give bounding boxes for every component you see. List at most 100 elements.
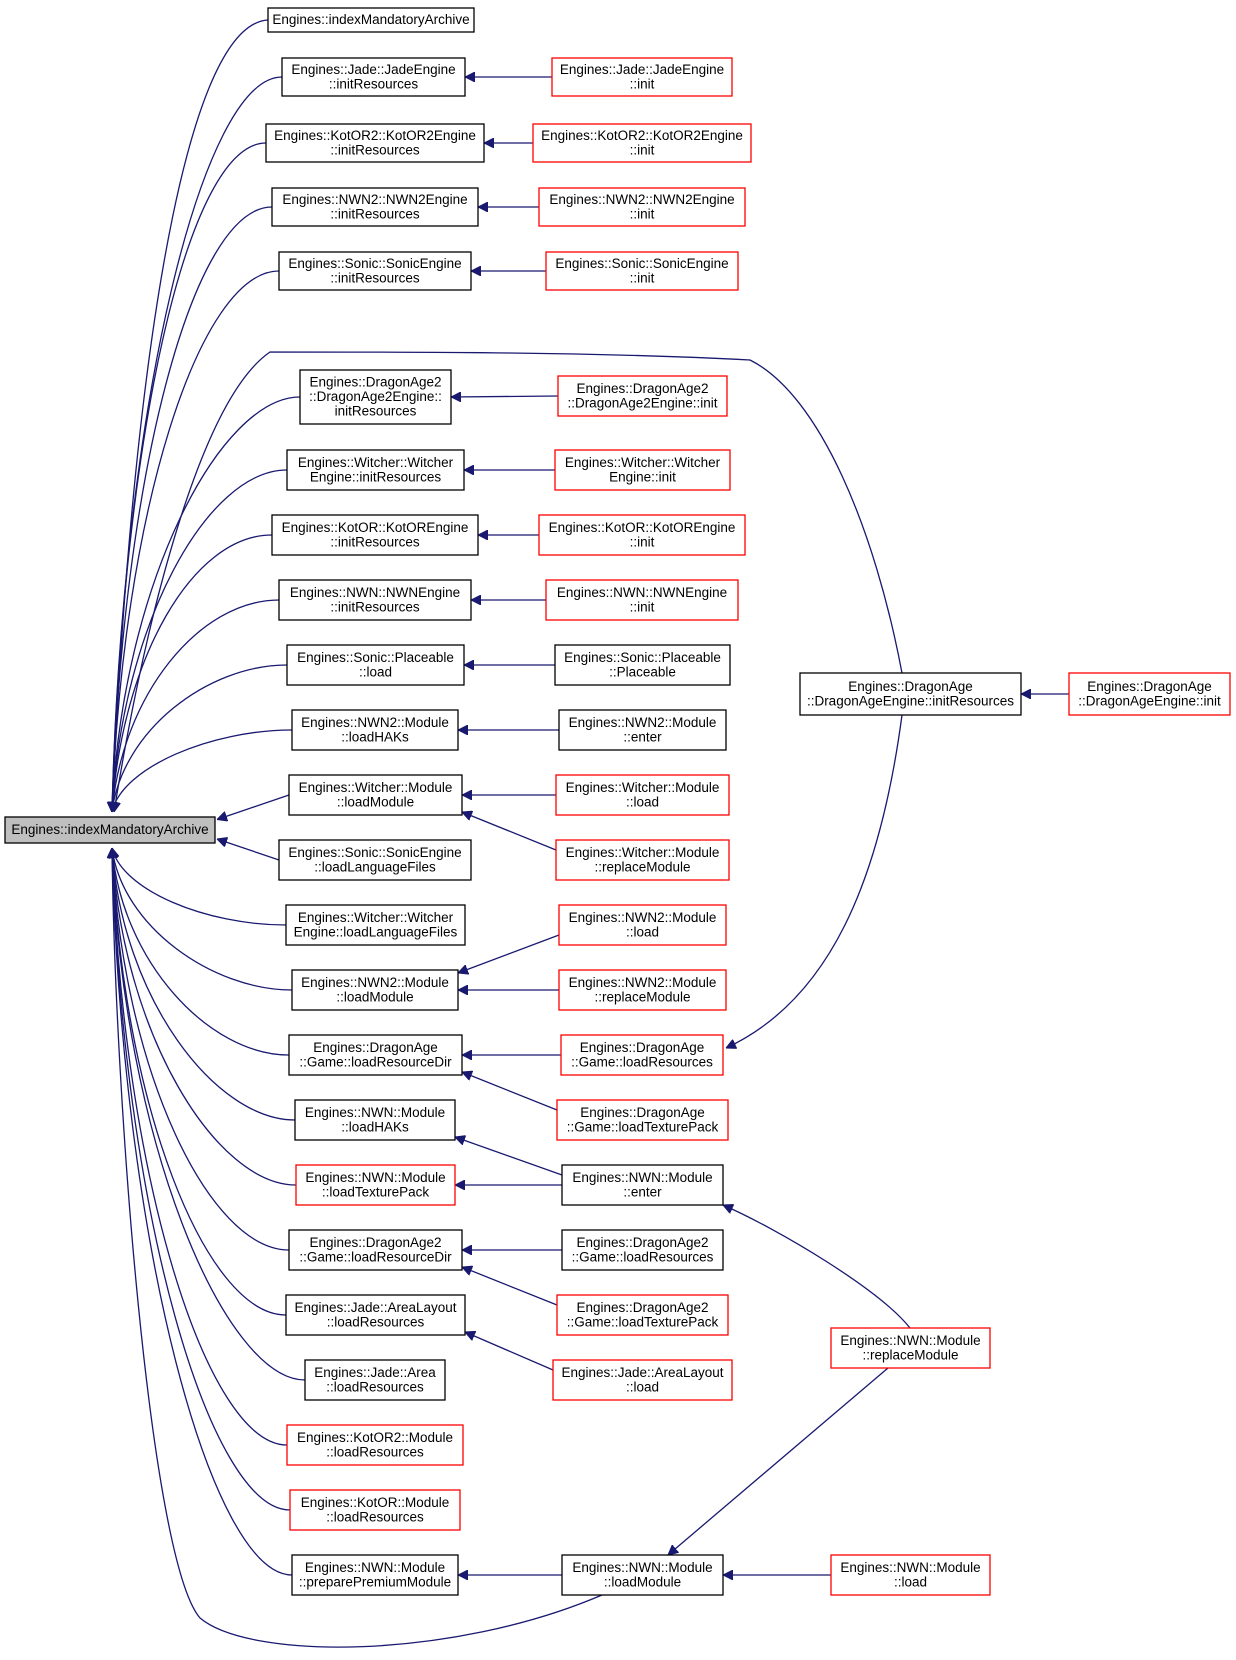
edge-n22-to-root (112, 848, 288, 1446)
node-m18[interactable]: Engines::DragonAge2::Game::loadResources (561, 1229, 724, 1271)
node-label-line: ::loadHAKs (341, 1119, 409, 1134)
node-m2[interactable]: Engines::KotOR2::KotOR2Engine::init (532, 123, 752, 163)
node-label-line: ::replaceModule (862, 1347, 958, 1362)
node-m12[interactable]: Engines::Witcher::Module::replaceModule (555, 839, 730, 881)
node-n12[interactable]: Engines::Witcher::Module::loadModule (288, 774, 463, 816)
node-label-line: Engines::DragonAge (1087, 679, 1212, 694)
node-n5[interactable]: Engines::Sonic::SonicEngine::initResourc… (278, 251, 472, 291)
node-label-line: Engines::Witcher::Module (299, 780, 453, 795)
node-m11[interactable]: Engines::Witcher::Module::load (555, 774, 730, 816)
node-r1[interactable]: Engines::DragonAge::DragonAgeEngine::ini… (799, 672, 1022, 716)
node-label-line: ::loadLanguageFiles (314, 859, 436, 874)
node-x1[interactable]: Engines::DragonAge::DragonAgeEngine::ini… (1068, 672, 1231, 716)
node-n14[interactable]: Engines::Witcher::WitcherEngine::loadLan… (285, 904, 466, 946)
node-label-line: ::loadModule (336, 989, 413, 1004)
edge-n19-to-root (112, 848, 290, 1251)
node-label-line: Engines::Witcher::Witcher (565, 455, 721, 470)
edge-n4-to-root (112, 206, 273, 812)
node-m19[interactable]: Engines::DragonAge2::Game::loadTexturePa… (556, 1294, 729, 1336)
node-label-line: ::Placeable (609, 664, 676, 679)
node-m9[interactable]: Engines::Sonic::Placeable::Placeable (554, 644, 731, 686)
node-n18[interactable]: Engines::NWN::Module::loadTexturePack (295, 1164, 456, 1206)
node-m8[interactable]: Engines::NWN::NWNEngine::init (545, 579, 739, 621)
node-label-line: Engines::Jade::JadeEngine (291, 62, 455, 77)
node-n17[interactable]: Engines::NWN::Module::loadHAKs (294, 1099, 456, 1141)
node-box (278, 251, 472, 291)
node-n16[interactable]: Engines::DragonAge::Game::loadResourceDi… (288, 1034, 463, 1076)
node-label-line: ::loadModule (604, 1574, 681, 1589)
node-m3[interactable]: Engines::NWN2::NWN2Engine::init (538, 187, 746, 227)
node-m15[interactable]: Engines::DragonAge::Game::loadResources (560, 1034, 724, 1076)
node-n3[interactable]: Engines::KotOR2::KotOR2Engine::initResou… (265, 123, 485, 163)
node-root[interactable]: Engines::indexMandatoryArchive (4, 816, 216, 844)
node-label-line: Engines::Sonic::SonicEngine (555, 256, 728, 271)
edge-r1-to-root (114, 351, 903, 812)
node-m20[interactable]: Engines::Jade::AreaLayout::load (552, 1359, 733, 1401)
node-label-line: ::Game::loadTexturePack (567, 1119, 719, 1134)
node-box (288, 1034, 463, 1076)
node-box (271, 187, 479, 227)
node-m14[interactable]: Engines::NWN2::Module::replaceModule (558, 969, 727, 1011)
edge-n1-to-root (112, 19, 269, 812)
node-box (278, 579, 472, 621)
node-label-line: Engines::KotOR::KotOREngine (549, 520, 736, 535)
edge-r2-to-m17 (723, 1205, 911, 1329)
node-m5[interactable]: Engines::DragonAge2::DragonAge2Engine::i… (557, 375, 728, 417)
node-label-line: ::loadResources (326, 1379, 424, 1394)
node-n10[interactable]: Engines::Sonic::Placeable::load (286, 644, 465, 686)
node-n2[interactable]: Engines::Jade::JadeEngine::initResources (281, 57, 466, 97)
edge-n16-to-root (112, 848, 290, 1056)
node-n13[interactable]: Engines::Sonic::SonicEngine::loadLanguag… (278, 839, 472, 881)
node-m21[interactable]: Engines::NWN::Module::loadModule (561, 1554, 724, 1596)
node-label-line: Engines::DragonAge (848, 679, 973, 694)
node-r3[interactable]: Engines::NWN::Module::load (830, 1554, 991, 1596)
node-box (271, 514, 479, 556)
node-n21[interactable]: Engines::Jade::Area::loadResources (304, 1359, 446, 1401)
edge-n24-to-root (112, 848, 293, 1576)
node-m13[interactable]: Engines::NWN2::Module::load (558, 904, 727, 946)
node-n11[interactable]: Engines::NWN2::Module::loadHAKs (291, 709, 459, 751)
node-box (552, 1359, 733, 1401)
node-label-line: ::init (630, 599, 655, 614)
node-n22[interactable]: Engines::KotOR2::Module::loadResources (286, 1424, 464, 1466)
node-label-line: Engines::indexMandatoryArchive (272, 12, 469, 27)
edge-n6-to-root (112, 396, 301, 812)
node-box (538, 514, 746, 556)
node-n4[interactable]: Engines::NWN2::NWN2Engine::initResources (271, 187, 479, 227)
node-m17[interactable]: Engines::NWN::Module::enter (561, 1164, 724, 1206)
edge-n11-to-root (112, 729, 293, 812)
node-box (286, 1424, 464, 1466)
node-label-line: Engines::NWN::Module (840, 1560, 980, 1575)
node-label-line: ::load (359, 664, 392, 679)
edge-n14-to-root (112, 848, 287, 926)
node-n6[interactable]: Engines::DragonAge2::DragonAge2Engine::i… (299, 369, 452, 425)
node-n1[interactable]: Engines::indexMandatoryArchive (267, 7, 475, 33)
node-label-line: Engines::NWN2::Module (301, 975, 449, 990)
node-m1[interactable]: Engines::Jade::JadeEngine::init (551, 57, 733, 97)
node-n23[interactable]: Engines::KotOR::Module::loadResources (289, 1489, 461, 1531)
node-n9[interactable]: Engines::NWN::NWNEngine::initResources (278, 579, 472, 621)
node-label-line: ::replaceModule (594, 859, 690, 874)
node-m7[interactable]: Engines::KotOR::KotOREngine::init (538, 514, 746, 556)
node-m16[interactable]: Engines::DragonAge::Game::loadTexturePac… (556, 1099, 729, 1141)
node-label-line: Engines::NWN2::NWN2Engine (282, 192, 467, 207)
node-n8[interactable]: Engines::KotOR::KotOREngine::initResourc… (271, 514, 479, 556)
node-n19[interactable]: Engines::DragonAge2::Game::loadResourceD… (288, 1229, 463, 1271)
node-n15[interactable]: Engines::NWN2::Module::loadModule (291, 969, 459, 1011)
node-label-line: ::Game::loadResourceDir (299, 1249, 452, 1264)
node-n20[interactable]: Engines::Jade::AreaLayout::loadResources (285, 1294, 466, 1336)
node-m10[interactable]: Engines::NWN2::Module::enter (558, 709, 727, 751)
node-box (286, 449, 465, 491)
node-box (4, 816, 216, 844)
node-label-line: ::loadResources (326, 1509, 424, 1524)
node-label-line: Engines::Sonic::Placeable (297, 650, 454, 665)
node-label-line: Engines::NWN2::Module (569, 910, 717, 925)
node-r2[interactable]: Engines::NWN::Module::replaceModule (830, 1327, 991, 1369)
node-label-line: Engines::DragonAge (580, 1040, 705, 1055)
nodes-layer: Engines::indexMandatoryArchiveEngines::i… (4, 7, 1231, 1596)
node-m4[interactable]: Engines::Sonic::SonicEngine::init (545, 251, 739, 291)
node-n7[interactable]: Engines::Witcher::WitcherEngine::initRes… (286, 449, 465, 491)
node-n24[interactable]: Engines::NWN::Module::preparePremiumModu… (291, 1554, 459, 1596)
